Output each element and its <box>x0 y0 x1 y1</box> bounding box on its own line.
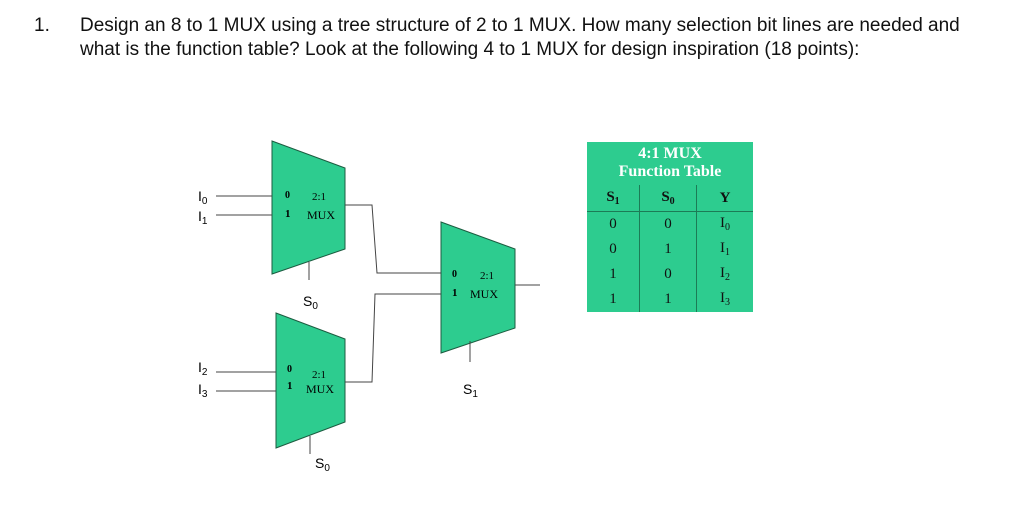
mux-right-pin1: 1 <box>452 287 458 299</box>
function-table-title: 4:1 MUX <box>638 145 702 162</box>
function-table: 4:1 MUX Function Table S1 S0 Y 0 0 I0 0 … <box>587 142 753 312</box>
mux-top-label-bottom: MUX <box>307 208 335 222</box>
mux-right-pin0: 0 <box>452 269 457 280</box>
header-s0: S0 <box>639 185 697 212</box>
mux-bottom-pin1: 1 <box>287 380 293 392</box>
input-i3-label: I3 <box>198 381 208 400</box>
table-row: 1 1 I3 <box>587 287 753 312</box>
cell-s0: 1 <box>639 237 697 262</box>
table-row: 0 1 I1 <box>587 237 753 262</box>
header-y: Y <box>696 185 753 212</box>
mux-right-label-top: 2:1 <box>480 270 494 282</box>
question-text: Design an 8 to 1 MUX using a tree struct… <box>80 15 960 60</box>
function-table-subtitle: Function Table <box>618 163 722 180</box>
mux-bottom-label-top: 2:1 <box>312 369 326 381</box>
cell-s0: 0 <box>639 262 697 287</box>
input-i1-label: I1 <box>198 208 208 227</box>
cell-y: I3 <box>720 290 730 308</box>
cell-y: I2 <box>720 265 730 283</box>
table-row: 1 0 I2 <box>587 262 753 287</box>
cell-s1: 1 <box>587 287 640 312</box>
cell-s1: 1 <box>587 262 640 287</box>
cell-s1: 0 <box>587 211 640 237</box>
cell-y: I1 <box>720 240 730 258</box>
question-block: 1. Design an 8 to 1 MUX using a tree str… <box>34 14 994 62</box>
mux-bottom: 0 1 2:1 MUX I2 I3 S0 <box>198 312 346 474</box>
input-i0-label: I0 <box>198 188 208 207</box>
cell-s0: 0 <box>639 211 697 237</box>
header-s1: S1 <box>587 185 640 212</box>
mux-right-select-label: S1 <box>463 381 478 400</box>
mux-bottom-body <box>275 312 346 449</box>
cell-s0: 1 <box>639 287 697 312</box>
cell-y: I0 <box>720 215 730 233</box>
function-table-header-row: S1 S0 Y <box>587 185 753 212</box>
mux-top: 0 1 2:1 MUX I0 I1 S0 <box>198 140 346 312</box>
table-row: 0 0 I0 <box>587 211 753 237</box>
mux-bottom-label-bottom: MUX <box>306 382 334 396</box>
connection-wires <box>345 204 441 383</box>
mux-right-body <box>440 221 516 354</box>
mux-bottom-select-label: S0 <box>315 455 330 474</box>
mux-top-select-label: S0 <box>303 293 318 312</box>
mux-top-body <box>271 140 346 275</box>
input-i2-label: I2 <box>198 359 208 378</box>
mux-top-pin0: 0 <box>285 190 290 201</box>
mux-right-label-bottom: MUX <box>470 287 498 301</box>
mux-bottom-pin0: 0 <box>287 364 292 375</box>
mux-right: 0 1 2:1 MUX S1 <box>440 221 540 400</box>
mux-top-label-top: 2:1 <box>312 191 326 203</box>
mux-top-pin1: 1 <box>285 208 291 220</box>
question-number: 1. <box>34 15 50 36</box>
cell-s1: 0 <box>587 237 640 262</box>
